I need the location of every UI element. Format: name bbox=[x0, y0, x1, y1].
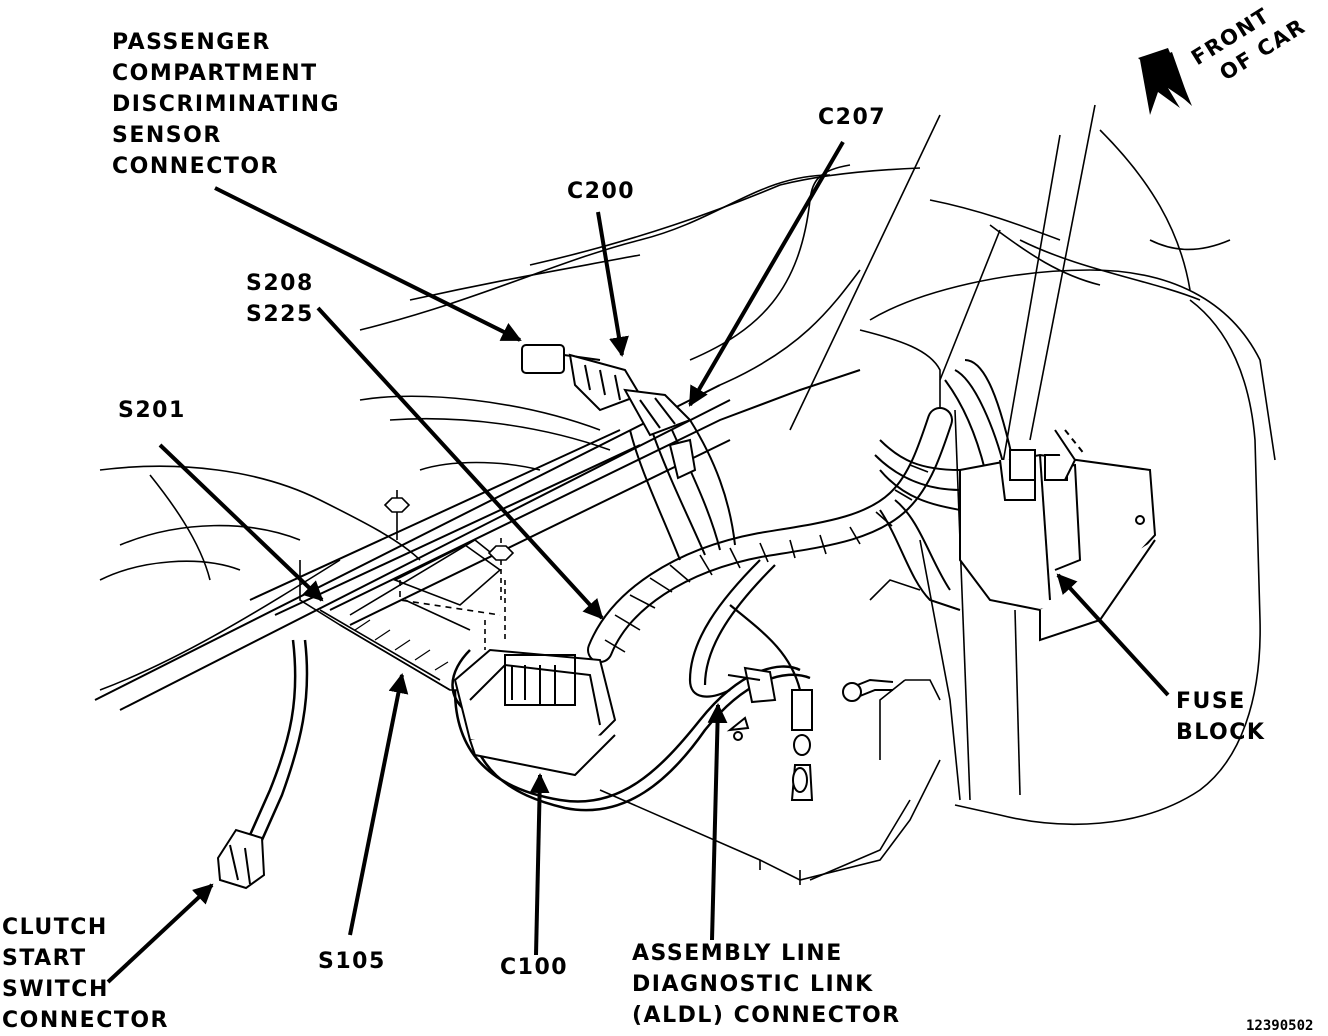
front-arrow-icon bbox=[1138, 48, 1192, 115]
label-aldl-connector: ASSEMBLY LINE DIAGNOSTIC LINK (ALDL) CON… bbox=[632, 941, 901, 1028]
label-c207: C207 bbox=[818, 105, 887, 130]
label-c200: C200 bbox=[567, 179, 636, 204]
label-pcds-connector: PASSENGER COMPARTMENT DISCRIMINATING SEN… bbox=[112, 30, 341, 179]
label-clutch-start-switch: CLUTCH START SWITCH CONNECTOR bbox=[2, 915, 169, 1033]
figure-id: 12390502 bbox=[1246, 1018, 1314, 1034]
wiring-harness bbox=[248, 359, 1016, 841]
body-outline bbox=[99, 104, 1276, 885]
callout-arrows bbox=[106, 140, 1170, 984]
clutch-connector bbox=[216, 828, 266, 890]
c200-c207-connectors bbox=[521, 344, 697, 480]
label-s201: S201 bbox=[118, 398, 186, 423]
fuse-block-body bbox=[959, 429, 1157, 642]
label-c100: C100 bbox=[500, 955, 569, 980]
label-fuse-block: FUSE BLOCK bbox=[1176, 689, 1266, 745]
label-s208-s225: S208 S225 bbox=[246, 271, 314, 327]
aldl-connector bbox=[726, 666, 894, 801]
label-s105: S105 bbox=[318, 949, 386, 974]
nut-fasteners bbox=[383, 490, 515, 600]
c100-connector bbox=[453, 648, 617, 777]
